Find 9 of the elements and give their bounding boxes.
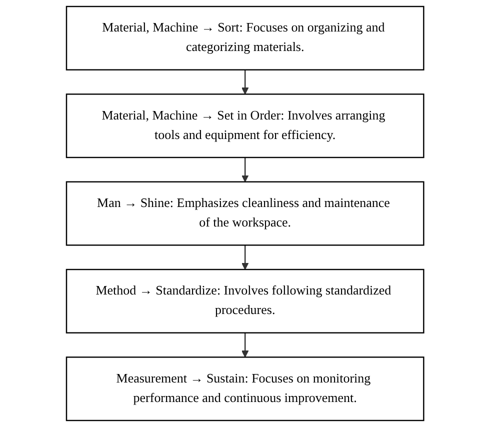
arrow xyxy=(242,332,250,358)
arrow xyxy=(242,245,250,270)
arrow xyxy=(242,70,250,94)
node-box: Man → Shine: Emphasizes cleanliness and maintenance of the workspace. xyxy=(66,181,425,246)
node-box: Material, Machine → Set in Order: Involves arranging tools and equipment for efficiency. xyxy=(66,94,425,158)
arrow xyxy=(242,157,250,182)
node-box: Material, Machine → Sort: Focuses on organizing and categorizing materials. xyxy=(66,6,425,70)
node-box: Measurement → Sustain: Focuses on monitoring performance and continuous improvement. xyxy=(66,356,425,422)
node-box: Method → Standardize: Involves following standardized procedures. xyxy=(66,268,425,334)
